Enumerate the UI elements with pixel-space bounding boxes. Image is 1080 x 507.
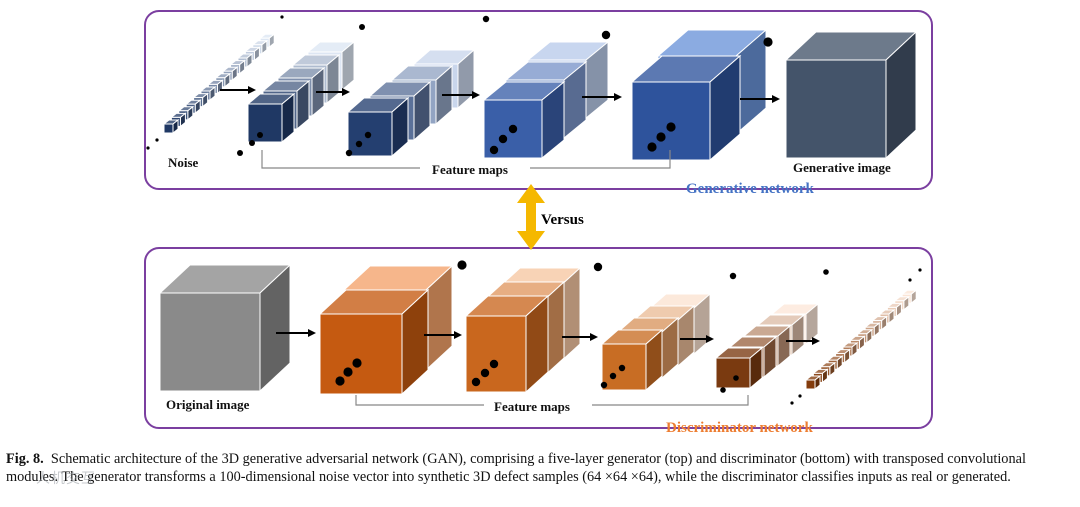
gen-feature-map-4-slab xyxy=(630,54,742,162)
disc-layer2-dot xyxy=(489,359,499,369)
generative-image-label: Generative image xyxy=(793,160,891,175)
discriminator-network-title: Discriminator network xyxy=(666,420,813,436)
generative-image-cube xyxy=(784,30,918,160)
generative-network-title: Generative network xyxy=(686,181,815,197)
disc-feature-map-1-slab xyxy=(318,288,430,396)
original-image-label: Original image xyxy=(166,397,250,412)
gen-layer3-dot xyxy=(498,134,508,144)
gen-layer2-dot xyxy=(355,140,363,148)
disc-layer3-dot xyxy=(729,272,737,280)
gen-feature-maps-label: Feature maps xyxy=(432,162,508,177)
gen-layer4-dot xyxy=(763,37,773,47)
discriminator-panel-frame xyxy=(144,247,933,429)
generator-layers xyxy=(146,15,918,162)
discriminator-layers xyxy=(158,260,922,405)
noise-label: Noise xyxy=(168,155,199,170)
gen-feature-maps-bracket xyxy=(261,150,420,169)
gen-layer2-dot xyxy=(345,149,353,157)
disc-feature-map-3 xyxy=(600,292,712,392)
disc-output-ellipsis-dot xyxy=(790,401,794,405)
disc-output-ellipsis-dot xyxy=(798,394,802,398)
discriminator-output-vector-slab xyxy=(804,374,822,391)
disc-output-ellipsis-dot xyxy=(918,268,922,272)
disc-layer3-dot xyxy=(609,372,617,380)
disc-feature-maps-bracket xyxy=(355,395,484,406)
disc-layer3-dot xyxy=(618,364,626,372)
discriminator-output-vector xyxy=(804,289,918,391)
disc-feature-maps-label: Feature maps xyxy=(494,399,570,414)
disc-feature-map-3-slab xyxy=(600,328,664,392)
disc-feature-map-4 xyxy=(714,302,820,390)
noise-ellipsis-dot xyxy=(359,24,365,30)
gen-feature-maps-bracket-right xyxy=(530,150,671,169)
disc-layer4-dot xyxy=(733,375,739,381)
gen-layer2-dot xyxy=(364,131,372,139)
disc-layer4-dot xyxy=(823,269,829,275)
disc-feature-map-2 xyxy=(464,266,582,394)
gen-layer4-dot xyxy=(666,122,676,132)
gen-layer3-dot xyxy=(601,30,611,40)
gen-feature-map-2 xyxy=(346,48,476,158)
disc-feature-map-2-slab xyxy=(464,294,550,394)
disc-layer1-dot xyxy=(457,260,467,270)
noise-vector xyxy=(162,33,276,135)
gen-layer3-dot xyxy=(489,145,499,155)
noise-vector-slab xyxy=(162,118,180,135)
gen-layer4-dot xyxy=(647,142,657,152)
disc-layer3-dot xyxy=(600,381,608,389)
noise-ellipsis-dot xyxy=(146,146,150,150)
disc-layer1-dot xyxy=(352,358,362,368)
figure-caption-text: Schematic architecture of the 3D generat… xyxy=(6,451,1026,485)
disc-layer1-dot xyxy=(335,376,345,386)
original-image-cube xyxy=(158,263,292,393)
gen-layer2-dot xyxy=(482,15,490,23)
gen-layer1-dot xyxy=(257,132,263,138)
disc-layer1-dot xyxy=(343,367,353,377)
noise-ellipsis-dot xyxy=(155,138,159,142)
disc-layer2-dot xyxy=(471,377,481,387)
gen-feature-map-4 xyxy=(630,28,768,162)
gen-feature-map-1-slab xyxy=(246,92,296,144)
disc-feature-maps-bracket-right xyxy=(592,395,749,406)
gen-layer3-dot xyxy=(508,124,518,134)
disc-feature-map-4-slab xyxy=(714,346,764,390)
disc-layer4-dot xyxy=(720,387,726,393)
gen-feature-map-1 xyxy=(246,40,356,144)
gen-layer4-dot xyxy=(656,132,666,142)
versus-label: Versus xyxy=(541,212,584,228)
gan-architecture-diagram: Versus Noise Feature maps Generative ima… xyxy=(144,10,933,436)
disc-feature-map-1 xyxy=(318,264,454,396)
figure-label: Fig. 8. xyxy=(6,451,44,467)
gen-feature-map-2-slab xyxy=(346,96,410,158)
generator-panel-frame xyxy=(144,10,933,190)
noise-ellipsis-dot xyxy=(280,15,284,19)
disc-output-ellipsis-dot xyxy=(908,278,912,282)
versus-double-arrow xyxy=(517,184,545,250)
gen-layer1-dot xyxy=(237,150,243,156)
watermark: 人机交互 xyxy=(36,471,96,487)
figure-caption: Fig. 8. Schematic architecture of the 3D… xyxy=(6,451,1076,486)
disc-layer2-dot xyxy=(593,262,603,272)
gen-layer1-dot xyxy=(249,140,255,146)
disc-layer2-dot xyxy=(480,368,490,378)
